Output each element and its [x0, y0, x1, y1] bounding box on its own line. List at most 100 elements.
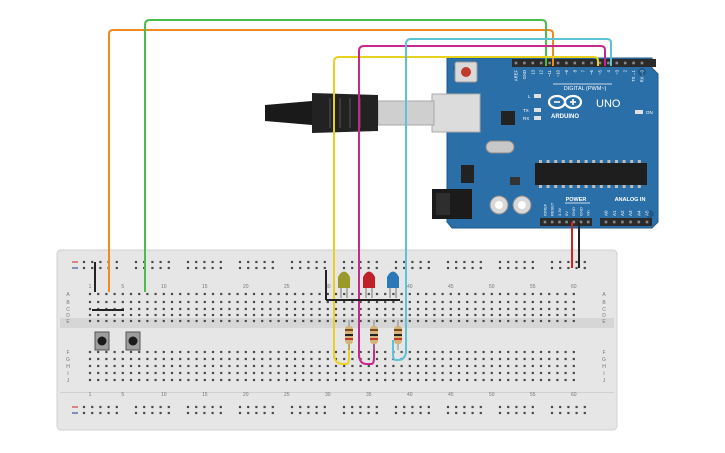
row-letter: F [602, 350, 605, 356]
breadboard-hole [105, 357, 108, 361]
breadboard-hole [531, 300, 534, 304]
breadboard-hole [474, 307, 477, 311]
resistor-2[interactable] [370, 320, 378, 350]
breadboard-hole [556, 357, 559, 361]
small-chip [510, 177, 520, 185]
breadboard-hole [572, 313, 575, 317]
column-number: 1 [89, 392, 92, 398]
breadboard-hole [490, 300, 493, 304]
usb-cable[interactable] [265, 93, 481, 133]
breadboard-hole [162, 378, 165, 382]
rail-hole [515, 411, 518, 415]
breadboard-hole [170, 378, 174, 382]
breadboard-hole [220, 378, 223, 382]
breadboard-hole [146, 371, 149, 375]
wire-magenta-loop[interactable] [358, 340, 375, 365]
rail-hole [323, 266, 326, 270]
breadboard-hole [515, 364, 518, 368]
digital-pin-label: GND [522, 70, 527, 79]
rail-hole [419, 405, 422, 409]
breadboard-hole [195, 350, 198, 354]
breadboard-hole [531, 313, 534, 317]
wire-yellow-loop[interactable] [333, 340, 350, 365]
power-pin-label: IOREF [542, 203, 547, 216]
wire-green[interactable] [144, 19, 547, 292]
breadboard-hole [408, 371, 411, 375]
breadboard-hole [318, 378, 321, 382]
breadboard-hole [179, 307, 182, 311]
breadboard-hole [498, 300, 502, 304]
breadboard-hole [507, 350, 510, 354]
resistor-1[interactable] [345, 320, 353, 350]
breadboard-hole [449, 319, 452, 323]
led-blue[interactable] [387, 271, 399, 299]
rail-hole [263, 266, 266, 270]
breadboard-hole [170, 319, 174, 323]
breadboard-hole [441, 378, 444, 382]
microcontroller-chip [535, 163, 647, 185]
breadboard-hole [359, 313, 362, 317]
push-button-1[interactable] [94, 331, 110, 351]
wire-cyan-loop[interactable] [392, 340, 407, 361]
breadboard-hole [261, 313, 264, 317]
header-pin [629, 220, 632, 224]
breadboard-hole [244, 364, 247, 368]
breadboard-hole [556, 307, 559, 311]
breadboard-hole [384, 313, 387, 317]
wire-yellow[interactable] [333, 56, 599, 358]
digital-pin-label: ~10 [556, 69, 561, 77]
rail-hole [575, 405, 578, 409]
reset-button-cap[interactable] [461, 67, 471, 77]
voltage-regulator [461, 165, 474, 183]
rail-hole [567, 266, 570, 270]
rail-hole [307, 411, 310, 415]
breadboard-hole [425, 307, 428, 311]
breadboard-hole [474, 371, 477, 375]
breadboard-hole [466, 319, 469, 323]
rail-hole [82, 405, 86, 409]
breadboard-hole [523, 364, 526, 368]
breadboard-hole [170, 357, 174, 361]
rail-hole [575, 411, 578, 415]
row-letter: I [603, 371, 604, 377]
rail-hole [307, 266, 310, 270]
wire-orange[interactable] [108, 29, 554, 292]
breadboard-hole [310, 313, 313, 317]
breadboard-hole [113, 319, 116, 323]
wire-cyan[interactable] [405, 38, 612, 354]
led-yellow[interactable] [338, 271, 350, 299]
header-pin [579, 220, 583, 224]
breadboard-hole [523, 378, 526, 382]
breadboard-hole [88, 307, 92, 311]
breadboard[interactable]: 1155101015152020252530303535404045455050… [56, 249, 618, 431]
led-l [534, 94, 541, 98]
breadboard-hole [179, 357, 182, 361]
wire-magenta[interactable] [358, 45, 606, 358]
breadboard-hole [572, 307, 575, 311]
breadboard-hole [154, 350, 157, 354]
column-number: 55 [530, 392, 536, 398]
breadboard-hole [203, 371, 206, 375]
row-letter: J [67, 378, 70, 384]
rail-hole [186, 411, 190, 415]
rail-hole [359, 266, 362, 270]
digital-header-pins [514, 61, 644, 65]
breadboard-hole [310, 357, 313, 361]
breadboard-hole [228, 300, 231, 304]
led-red[interactable] [363, 271, 375, 299]
rail-hole [91, 266, 94, 270]
column-number: 35 [366, 392, 372, 398]
column-number: 15 [202, 392, 208, 398]
power-pin-label: 3.3V [557, 207, 562, 216]
breadboard-hole [351, 313, 354, 317]
rail-hole [419, 260, 422, 264]
breadboard-hole [105, 350, 108, 354]
chip-pin [584, 160, 588, 163]
rail-hole [427, 266, 430, 270]
push-button-2[interactable] [125, 331, 141, 351]
crystal [485, 140, 515, 154]
breadboard-hole [252, 319, 256, 323]
resistor-3[interactable] [394, 320, 402, 350]
breadboard-hole [457, 300, 461, 304]
